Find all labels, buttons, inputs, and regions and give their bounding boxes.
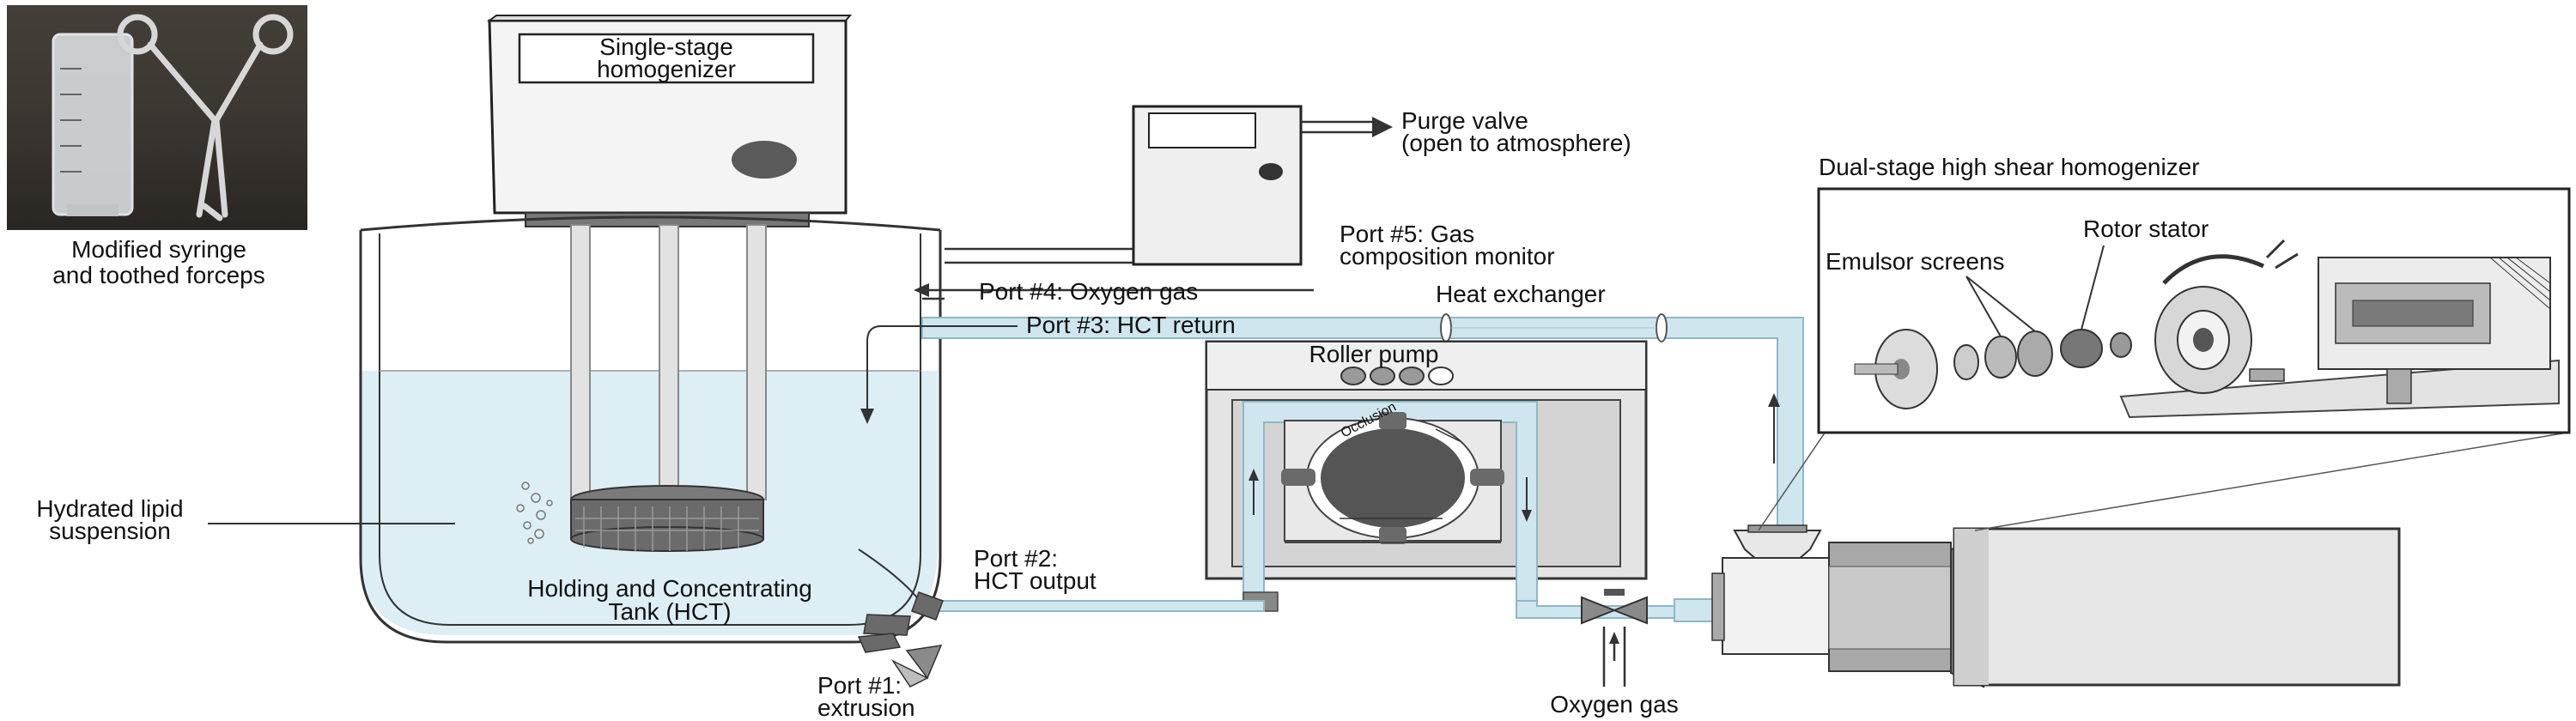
homogenizer-shafts	[570, 224, 767, 500]
port2-label-line1: Port #2:	[974, 545, 1058, 572]
port4-oxygen-line	[922, 288, 1314, 300]
oxygen-gas-label: Oxygen gas	[1550, 691, 1678, 718]
pump-buttons	[1340, 367, 1454, 385]
port4-arrow-icon	[914, 283, 929, 297]
tank-label-line1: Holding and Concentrating	[527, 575, 812, 602]
purge-valve-line	[1301, 120, 1374, 134]
single-stage-homogenizer	[487, 15, 853, 227]
homogenizer-label-line1: Single-stage	[599, 33, 733, 60]
dual-stage-homogenizer	[1711, 524, 2401, 688]
monitor-knob-icon	[1259, 163, 1283, 180]
syringe-icon	[52, 33, 134, 216]
photo-caption-line2: and toothed forceps	[52, 262, 265, 288]
callout-lines	[1758, 428, 2568, 531]
emulsor-screens-label: Emulsor screens	[1826, 248, 2005, 275]
port2-label-line2: HCT output	[974, 567, 1097, 594]
return-arrow-icon	[860, 409, 874, 424]
roller-pump-label: Roller pump	[1309, 341, 1439, 367]
port4-label: Port #4: Oxygen gas	[979, 278, 1198, 305]
tank-outlet-fittings	[857, 591, 944, 653]
port1-label-line1: Port #1:	[817, 672, 902, 699]
lipid-label-line1: Hydrated lipid	[36, 495, 183, 522]
dual-stage-label: Dual-stage high shear homogenizer	[1819, 154, 2200, 180]
port5-gas-line	[945, 247, 1133, 264]
pump-head	[1281, 412, 1504, 544]
return-flow-arrow	[866, 325, 1018, 412]
heat-exchanger-label: Heat exchanger	[1436, 281, 1606, 307]
oxygen-valve	[1581, 589, 1648, 625]
pump-up-arrow-icon	[1249, 469, 1259, 481]
port5-label-line1: Port #5: Gas	[1340, 221, 1474, 247]
gas-composition-monitor	[1132, 105, 1303, 266]
port1-label-line2: extrusion	[817, 694, 915, 721]
port3-label: Port #3: HCT return	[1026, 312, 1236, 338]
purge-label-line1: Purge valve	[1401, 107, 1528, 134]
bubbles-icon	[516, 482, 553, 544]
pump-down-arrow-icon	[1522, 510, 1532, 522]
dual-stage-inset	[1817, 187, 2571, 434]
homogenizer-knob-icon	[732, 141, 797, 179]
inset-leader-lines	[1965, 245, 2105, 337]
rotor-stator-label: Rotor stator	[2083, 215, 2208, 242]
photo-caption-line1: Modified syringe	[71, 236, 246, 263]
homogenizer-rotor-head	[570, 485, 764, 552]
forceps-icon	[117, 14, 294, 221]
tank-label-line2: Tank (HCT)	[608, 598, 731, 625]
syringe-forceps-photo	[7, 5, 307, 230]
homogenizer-label-line2: homogenizer	[597, 56, 736, 82]
port2-output-tube	[927, 600, 1265, 612]
oxygen-up-arrow-icon	[1609, 632, 1619, 644]
port5-label-line2: composition monitor	[1340, 243, 1555, 270]
port1-extrusion-valve	[890, 645, 943, 688]
lipid-label-line2: suspension	[49, 518, 171, 544]
purge-label-line2: (open to atmosphere)	[1401, 130, 1631, 156]
up-flow-arrow-icon	[1768, 393, 1780, 407]
purge-arrow-icon	[1372, 117, 1393, 137]
